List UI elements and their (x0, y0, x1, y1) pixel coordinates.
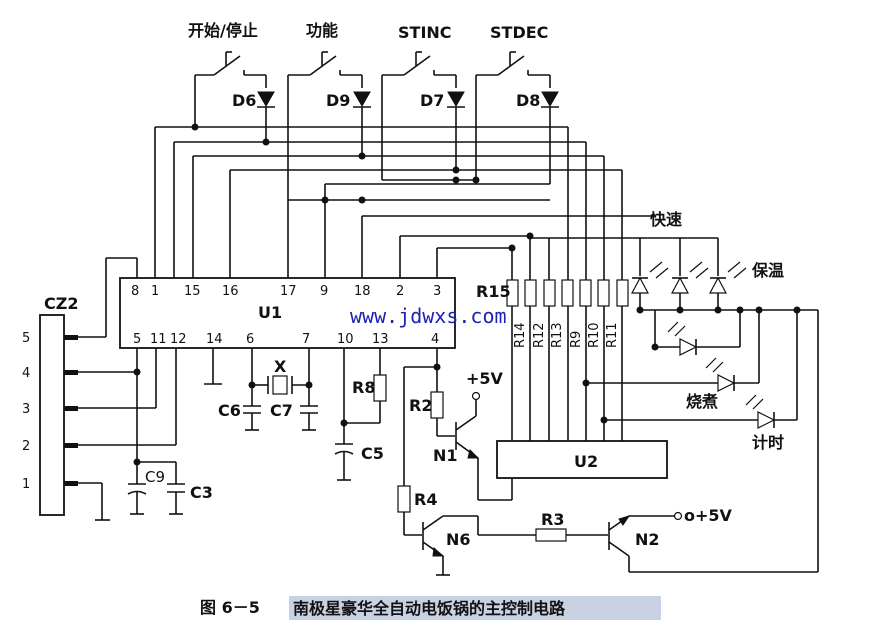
diode-label-d6: D6 (232, 91, 256, 110)
switch-start-stop: 开始/停止 (188, 21, 266, 76)
led-fast (631, 261, 669, 310)
resistor-label-r4: R4 (414, 490, 437, 509)
watermark: www.jdwxs.com (350, 304, 507, 328)
switch-function: 功能 (288, 21, 362, 76)
resistor-r8: R8 (352, 374, 387, 402)
switch-stinc: STINC (382, 23, 456, 76)
u1-pin-13: 13 (372, 332, 389, 347)
ic-u1-label: U1 (258, 303, 282, 322)
led-label-keep-warm: 保温 (751, 261, 784, 280)
led-keep-warm: 保温 (709, 261, 784, 310)
led-label-cook: 烧煮 (686, 392, 718, 411)
resistor-r3: R3 (535, 510, 567, 542)
supply-label-n1: +5V (466, 369, 504, 388)
u1-pin-4: 4 (431, 332, 439, 347)
u1-pin-1: 1 (151, 284, 159, 299)
resistor-label-r8: R8 (352, 378, 375, 397)
ic-u2: U2 (496, 440, 668, 479)
transistor-label-n6: N6 (446, 530, 471, 549)
caption-figure-number: 图 6－5 (200, 598, 260, 617)
supply-label-n2: o+5V (684, 506, 733, 525)
capacitor-c9: C9 (127, 462, 165, 515)
u1-pin-12: 12 (170, 332, 187, 347)
u1-pin-18: 18 (354, 284, 371, 299)
transistor-n1: N1 (433, 415, 480, 465)
diode-label-d9: D9 (326, 91, 350, 110)
resistor-r4: R4 (397, 485, 437, 513)
switch-stdec: STDEC (476, 23, 550, 76)
led-cook: 烧煮 (586, 357, 759, 411)
u1-pin-14: 14 (206, 332, 223, 347)
led-mid (671, 261, 709, 310)
resistor-label-r11: R11 (605, 322, 620, 348)
u1-pin-9: 9 (320, 284, 328, 299)
resistor-r2: R2 (409, 391, 444, 419)
switch-label-start-stop: 开始/停止 (188, 21, 258, 40)
led-timer: 计时 (604, 394, 797, 452)
resistor-label-r9: R9 (569, 331, 584, 348)
diode-d8: D8 (516, 75, 559, 184)
switch-label-stdec: STDEC (490, 23, 548, 42)
transistor-n6: N6 (422, 515, 471, 557)
diode-d6: D6 (232, 75, 275, 142)
u1-pin-16: 16 (222, 284, 239, 299)
ic-u1: U1 8 1 15 16 17 9 18 2 3 5 11 12 14 6 7 … (119, 277, 456, 349)
capacitor-label-c3: C3 (190, 483, 213, 502)
resistor-label-r3: R3 (541, 510, 564, 529)
u1-pin-2: 2 (396, 284, 404, 299)
u1-pin-7: 7 (302, 332, 310, 347)
diode-label-d7: D7 (420, 91, 444, 110)
led-label-fast: 快速 (650, 210, 682, 229)
capacitor-c6: C6 (218, 385, 261, 431)
ic-u2-label: U2 (574, 452, 598, 471)
resistor-label-r2: R2 (409, 396, 432, 415)
capacitor-label-c9: C9 (145, 468, 165, 486)
cz2-pin-4: 4 (22, 366, 30, 381)
crystal-label: X (274, 357, 287, 376)
resistor-label-r13: R13 (550, 322, 565, 348)
cz2-pin-3: 3 (22, 402, 30, 417)
resistor-array (506, 279, 629, 307)
figure-caption: 图 6－5 南极星豪华全自动电饭锅的主控制电路 (200, 596, 661, 620)
capacitor-c5: C5 (334, 443, 384, 481)
scan-bus (155, 123, 623, 238)
capacitor-label-c7: C7 (270, 401, 293, 420)
u1-pin-6: 6 (246, 332, 254, 347)
diode-d7: D7 (420, 75, 465, 170)
cz2-pin-1: 1 (22, 477, 30, 492)
resistor-array-labels: R14 R12 R13 R9 R10 R11 (513, 322, 620, 348)
transistor-label-n1: N1 (433, 446, 458, 465)
diode-d9: D9 (326, 75, 371, 156)
cz2-pin-2: 2 (22, 439, 30, 454)
resistor-label-r15: R15 (476, 282, 511, 301)
capacitor-label-c5: C5 (361, 444, 384, 463)
caption-title: 南极星豪华全自动电饭锅的主控制电路 (293, 599, 566, 618)
connector-cz2: CZ2 5 4 3 2 1 (22, 294, 78, 516)
capacitor-c7: C7 (270, 385, 318, 431)
resistor-label-r14: R14 (513, 322, 528, 348)
transistor-label-n2: N2 (635, 530, 660, 549)
u1-pin-11: 11 (150, 332, 167, 347)
resistor-label-r10: R10 (587, 322, 602, 348)
led-label-timer: 计时 (752, 433, 784, 452)
resistor-label-r12: R12 (532, 322, 547, 348)
cz2-pin-5: 5 (22, 331, 30, 346)
switch-label-function: 功能 (306, 21, 338, 40)
crystal-x: X (248, 348, 313, 395)
u1-pin-8: 8 (131, 284, 139, 299)
u1-pin-10: 10 (337, 332, 354, 347)
u1-pin-17: 17 (280, 284, 297, 299)
connector-label: CZ2 (44, 294, 78, 313)
u1-pin-3: 3 (433, 284, 441, 299)
transistor-n2: N2 (608, 515, 660, 557)
led-side-1 (655, 321, 740, 356)
diode-label-d8: D8 (516, 91, 540, 110)
u1-pin-15: 15 (184, 284, 201, 299)
switch-label-stinc: STINC (398, 23, 452, 42)
capacitor-c3: C3 (167, 483, 213, 515)
capacitor-label-c6: C6 (218, 401, 241, 420)
u1-pin-5: 5 (133, 332, 141, 347)
